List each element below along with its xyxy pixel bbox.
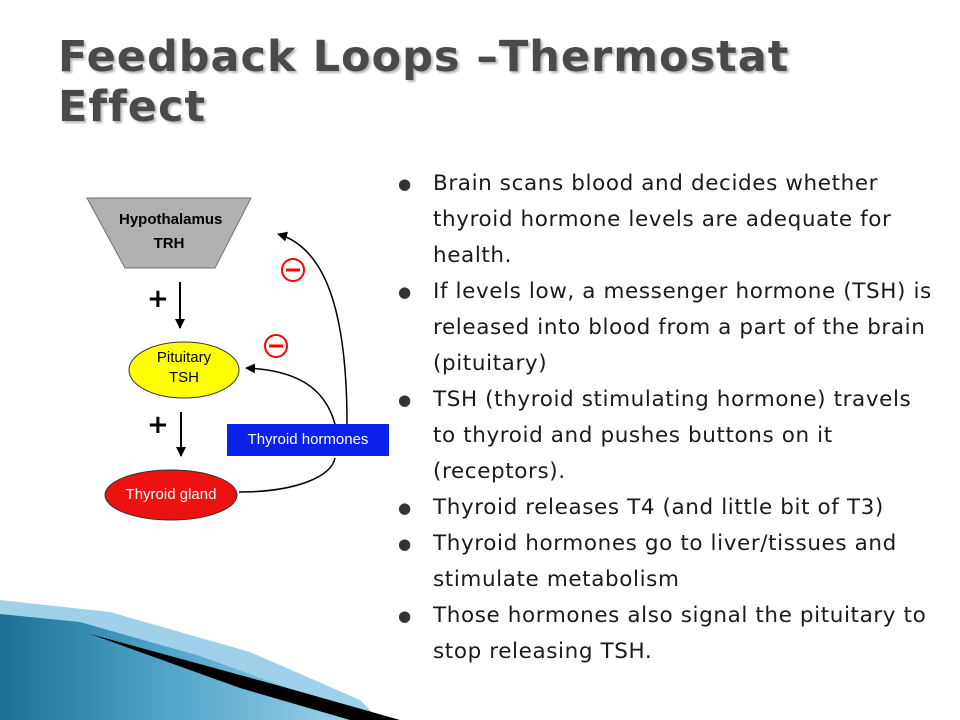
bullet-icon: ●: [398, 283, 412, 301]
bullet-item: ● Those hormones also signal the pituitar…: [398, 598, 938, 670]
bullet-text: TSH (thyroid stimulating hormone) travel…: [433, 387, 912, 484]
bullet-icon: ●: [398, 607, 412, 625]
plus-sign-lower: +: [147, 410, 169, 440]
hypothalamus-label: Hypothalamus: [119, 211, 223, 228]
slide-title: Feedback Loops –Thermostat Effect: [58, 32, 790, 132]
corner-decoration: [0, 600, 400, 720]
bullet-item: ● Brain scans blood and decides whether t…: [398, 166, 938, 274]
bullet-text: Thyroid releases T4 (and little bit of T…: [433, 495, 884, 520]
bullet-list: ● Brain scans blood and decides whether t…: [398, 166, 938, 670]
pituitary-label: Pituitary: [156, 349, 212, 366]
feedback-curve-to-hypothalamus: [277, 231, 348, 425]
feedback-loop-diagram: Hypothalamus TRH Pituitary TSH Thyroid g…: [85, 190, 390, 525]
deco-dark-wedge: [90, 634, 400, 720]
bullet-text: Thyroid hormones go to liver/tissues and…: [433, 531, 897, 592]
thyroid-gland-label: Thyroid gland: [125, 486, 217, 503]
bullet-icon: ●: [398, 499, 412, 517]
thyroid-gland-shape: [104, 469, 238, 521]
bullet-icon: ●: [398, 391, 412, 409]
feedback-curve-to-pituitary: [245, 363, 336, 425]
bullet-item: ● Thyroid releases T4 (and little bit of …: [398, 490, 938, 526]
thyroid-hormones-box: Thyroid hormones: [227, 424, 389, 456]
trh-label: TRH: [153, 235, 185, 252]
diagram-graphics: [86, 197, 348, 521]
hypothalamus-shape: [86, 197, 252, 269]
bullet-text: Those hormones also signal the pituitary…: [433, 603, 927, 664]
bullet-icon: ●: [398, 535, 412, 553]
bullet-text: Brain scans blood and decides whether th…: [433, 171, 892, 268]
bullet-item: ● TSH (thyroid stimulating hormone) trave…: [398, 382, 938, 490]
tsh-label: TSH: [169, 369, 199, 386]
thyroid-output-curve: [238, 457, 336, 493]
bullet-icon: ●: [398, 175, 412, 193]
pituitary-shape: [128, 341, 240, 399]
plus-sign-upper: +: [147, 284, 169, 314]
bullet-item: ● If levels low, a messenger hormone (TSH…: [398, 274, 938, 382]
bullet-text: If levels low, a messenger hormone (TSH)…: [433, 279, 932, 376]
bullet-item: ● Thyroid hormones go to liver/tissues an…: [398, 526, 938, 598]
